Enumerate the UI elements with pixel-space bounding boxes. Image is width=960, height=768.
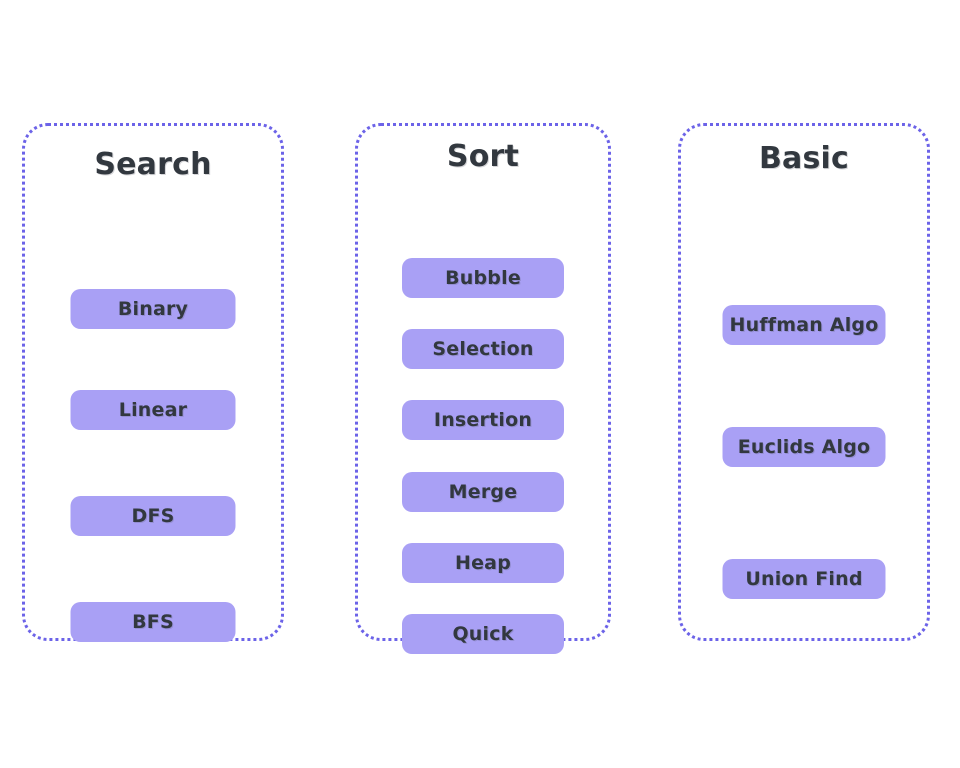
algorithm-pill-euclids-algo[interactable]: Euclids Algo [722, 426, 886, 467]
algorithm-list-search: Binary Linear DFS BFS [25, 207, 281, 642]
algorithm-pill-bubble[interactable]: Bubble [402, 257, 564, 298]
algorithm-pill-union-find[interactable]: Union Find [722, 558, 886, 599]
category-title-search: Search [94, 147, 212, 182]
category-card-search: Search Binary Linear DFS BFS [22, 123, 284, 642]
algorithm-pill-dfs[interactable]: DFS [70, 495, 236, 536]
algorithm-pill-selection[interactable]: Selection [402, 328, 564, 369]
algorithm-pill-insertion[interactable]: Insertion [402, 399, 564, 440]
algorithm-list-sort: Bubble Selection Insertion Merge Heap Qu… [358, 199, 608, 654]
category-card-sort: Sort Bubble Selection Insertion Merge He… [355, 123, 611, 654]
category-title-basic: Basic [758, 141, 850, 176]
algorithm-pill-bfs[interactable]: BFS [70, 601, 236, 642]
algorithm-pill-heap[interactable]: Heap [402, 542, 564, 583]
category-title-sort: Sort [446, 139, 520, 174]
algorithm-pill-linear[interactable]: Linear [70, 389, 236, 430]
algorithm-pill-quick[interactable]: Quick [402, 613, 564, 654]
algorithm-list-basic: Huffman Algo Euclids Algo Union Find [681, 201, 927, 638]
algorithm-pill-merge[interactable]: Merge [402, 471, 564, 512]
category-card-basic: Basic Huffman Algo Euclids Algo Union Fi… [678, 123, 930, 641]
algorithm-pill-binary[interactable]: Binary [70, 288, 236, 329]
algorithm-pill-huffman-algo[interactable]: Huffman Algo [722, 304, 886, 345]
